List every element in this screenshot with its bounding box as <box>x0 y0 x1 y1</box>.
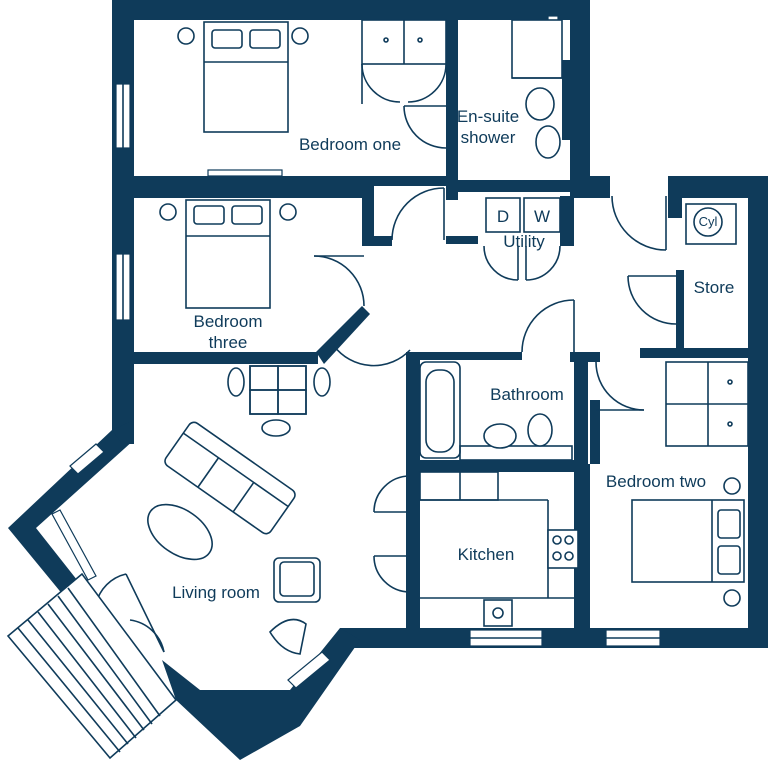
bathroom-fixtures <box>419 361 573 461</box>
windows <box>51 15 661 689</box>
cylinder-label: Cyl <box>699 214 718 229</box>
label-ensuite-2: shower <box>461 128 516 147</box>
balcony-deck <box>6 572 178 760</box>
label-kitchen: Kitchen <box>458 545 515 564</box>
ensuite-fixtures <box>511 19 563 159</box>
cylinder: Cyl <box>685 203 737 245</box>
label-bathroom: Bathroom <box>490 385 564 404</box>
label-bedroom-two: Bedroom two <box>606 472 706 491</box>
bed-bedroom-one <box>177 21 309 133</box>
dishwasher-label: D <box>497 207 509 226</box>
label-ensuite-1: En-suite <box>457 107 519 126</box>
living-furniture <box>147 421 321 655</box>
kitchen-fixtures <box>419 471 579 627</box>
wardrobes <box>361 19 749 447</box>
label-utility: Utility <box>503 232 545 251</box>
utility-appliances: D W <box>485 197 561 233</box>
room-labels: Bedroom one En-suite shower Utility Bedr… <box>172 107 734 602</box>
dining-table <box>227 365 331 437</box>
walls <box>8 0 768 760</box>
doors <box>95 105 677 653</box>
bed-bedroom-three <box>159 199 297 309</box>
washer-label: W <box>534 207 550 226</box>
bed-bedroom-two <box>631 477 745 607</box>
label-store: Store <box>694 278 735 297</box>
label-living-room: Living room <box>172 583 260 602</box>
label-bedroom-one: Bedroom one <box>299 135 401 154</box>
label-bedroom-three-1: Bedroom <box>194 312 263 331</box>
label-bedroom-three-2: three <box>209 333 248 352</box>
